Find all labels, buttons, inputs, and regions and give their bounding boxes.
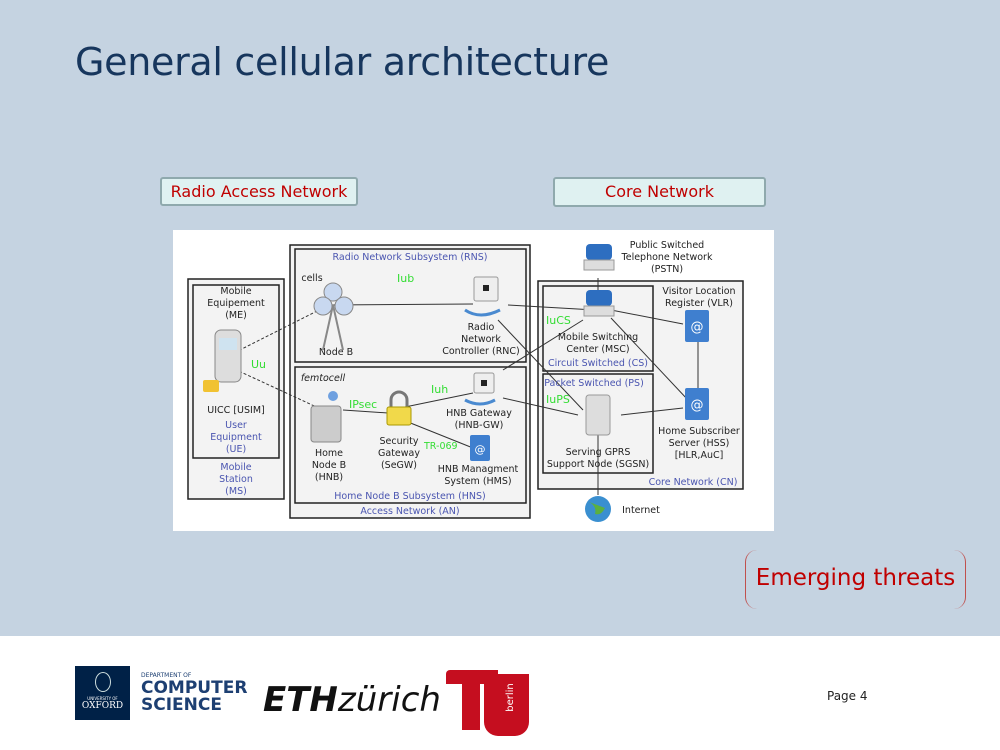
hnb-gw-label: HNB Gateway	[446, 408, 512, 419]
ps-title: Packet Switched (PS)	[544, 378, 644, 389]
me-label: (ME)	[225, 310, 247, 321]
rnc-label: Network	[461, 334, 501, 345]
page-title: General cellular architecture	[75, 40, 610, 84]
svg-text:@: @	[691, 320, 704, 335]
hnb-label: Home	[315, 448, 343, 459]
segw-label: Gateway	[378, 448, 420, 459]
hss-label: [HLR,AuC]	[675, 450, 724, 461]
berlin-text: berlin	[504, 683, 516, 712]
oxford-name: OXFORD	[81, 701, 124, 711]
hns-title: Home Node B Subsystem (HNS)	[334, 491, 486, 502]
me-label: Equipement	[207, 298, 265, 309]
hnb-label: Node B	[312, 460, 346, 471]
uu-label: Uu	[251, 358, 266, 371]
segw-label: Security	[379, 436, 418, 447]
cells-label: cells	[301, 273, 322, 284]
dept-computer: COMPUTER	[141, 678, 248, 698]
pstn-label: (PSTN)	[651, 264, 683, 275]
vlr-book-icon: @	[685, 310, 709, 342]
architecture-diagram: @ @ @ Mobile Equipement (ME) Uu UICC [US…	[173, 230, 774, 531]
hnb-label: (HNB)	[315, 472, 343, 483]
rnc-router-icon	[464, 276, 501, 317]
ue-label: (UE)	[226, 444, 246, 455]
iub-label: Iub	[397, 272, 414, 285]
oxford-univ: UNIVERSITY OF	[87, 696, 118, 701]
dept-science: SCIENCE	[141, 695, 222, 715]
ms-label: (MS)	[225, 486, 247, 497]
footer: UNIVERSITY OF OXFORD DEPARTMENT OF COMPU…	[0, 636, 1000, 750]
pstn-phone-icon	[583, 244, 615, 271]
zurich-text: zürich	[337, 680, 441, 720]
ue-label: Equipment	[210, 432, 262, 443]
globe-icon	[585, 496, 611, 522]
radio-access-network-label: Radio Access Network	[160, 177, 358, 206]
cs-department-logo: DEPARTMENT OF COMPUTER SCIENCE	[141, 672, 247, 714]
segw-label: (SeGW)	[381, 460, 417, 471]
hss-book-icon: @	[685, 388, 709, 420]
cell-tower-icon	[313, 282, 354, 351]
dept-text: DEPARTMENT OF	[141, 672, 192, 679]
node-b-label: Node B	[319, 347, 353, 358]
msc-label: Center (MSC)	[566, 344, 629, 355]
hms-label: HNB Managment	[438, 464, 519, 475]
vlr-label: Visitor Location	[662, 286, 735, 297]
tr069-label: TR-069	[423, 441, 458, 452]
svg-text:@: @	[691, 398, 704, 413]
core-network-label: Core Network	[553, 177, 766, 207]
uicc-label: UICC [USIM]	[207, 405, 264, 416]
vlr-label: Register (VLR)	[665, 298, 733, 309]
ms-label: Station	[219, 474, 253, 485]
femtocell-label: femtocell	[301, 373, 346, 384]
server-icon	[585, 394, 611, 436]
hms-book-icon: @	[470, 435, 490, 461]
sgsn-label: Serving GPRS	[566, 447, 631, 458]
iuh-label: Iuh	[431, 383, 448, 396]
hms-label: System (HMS)	[444, 476, 511, 487]
sgsn-label: Support Node (SGSN)	[547, 459, 649, 470]
eth-text: ETH	[263, 680, 338, 720]
internet-label: Internet	[622, 505, 660, 516]
an-title: Access Network (AN)	[360, 506, 459, 517]
iucs-label: IuCS	[546, 314, 571, 327]
oxford-logo: UNIVERSITY OF OXFORD	[75, 666, 130, 720]
ms-label: Mobile	[220, 462, 251, 473]
iups-label: IuPS	[546, 393, 570, 406]
home-node-b-icon	[310, 391, 342, 443]
cn-title: Core Network (CN)	[649, 477, 738, 488]
pstn-label: Telephone Network	[621, 252, 713, 263]
msc-phone-icon	[583, 290, 615, 317]
hnb-gw-label: (HNB-GW)	[455, 420, 504, 431]
cs-title: Circuit Switched (CS)	[548, 358, 648, 369]
page-number: Page 4	[827, 689, 868, 703]
pstn-label: Public Switched	[630, 240, 704, 251]
svg-text:@: @	[475, 443, 486, 456]
emerging-threats-label: Emerging threats	[745, 550, 966, 609]
ipsec-label: IPsec	[349, 398, 377, 411]
lock-icon	[386, 390, 412, 426]
hnb-gw-router-icon	[464, 372, 496, 406]
slide: General cellular architecture Radio Acce…	[0, 0, 1000, 636]
rnc-label: Controller (RNC)	[442, 346, 520, 357]
ue-label: User	[225, 420, 247, 431]
me-label: Mobile	[220, 286, 251, 297]
msc-label: Mobile Switching	[558, 332, 638, 343]
tu-berlin-logo: berlin	[446, 670, 532, 736]
phone-icon	[203, 329, 242, 392]
hss-label: Home Subscriber	[658, 426, 740, 437]
hss-label: Server (HSS)	[669, 438, 730, 449]
eth-zurich-logo: ETHzürich	[263, 680, 441, 720]
rns-title: Radio Network Subsystem (RNS)	[333, 252, 488, 263]
rnc-label: Radio	[468, 322, 495, 333]
